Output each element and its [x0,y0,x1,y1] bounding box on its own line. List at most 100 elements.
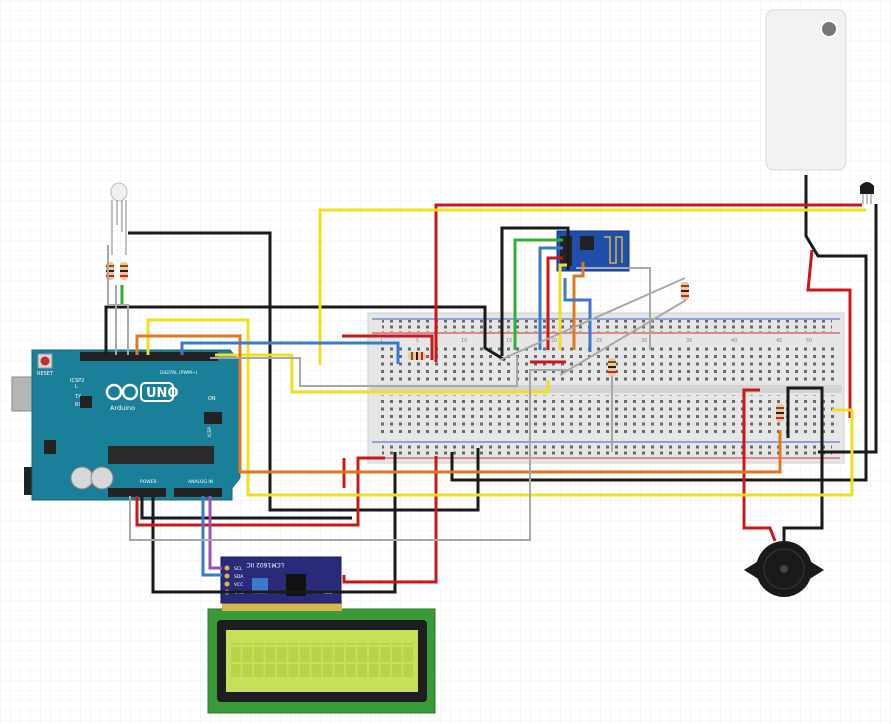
lcd-display-module: LCM1602 IIC SCL SDA VCC GND LED [207,556,436,714]
regulator [44,440,56,454]
wire-black [128,231,480,512]
analog-header [174,488,222,497]
column-numbers: 1 5 10 15 20 25 30 35 40 45 50 [380,338,812,344]
i2c-pin-label: SCL [234,566,243,572]
wire-purple [208,496,222,570]
lcd-character-cells [230,643,414,677]
sensor-body [860,182,874,194]
resistors [106,262,784,422]
wire-red [434,203,862,362]
icsp-header [204,412,222,424]
uno-logo-text: UNO [146,386,179,401]
wire-red [342,456,438,584]
icsp-label: ICSP [207,427,213,437]
column-number: 30 [641,338,647,344]
wire-gray [210,356,518,387]
column-number: 10 [461,338,467,344]
wire-orange [135,334,782,474]
wire-blue [538,246,563,350]
piezo-buzzer [744,541,824,597]
tx-label: TX [74,394,82,400]
led-dome [110,182,128,202]
usb-connector [11,376,35,412]
resistor [776,404,784,422]
column-number: 15 [506,338,512,344]
column-number: 40 [731,338,737,344]
temperature-sensor [860,182,874,204]
rx-label: RX [75,402,82,408]
wire-gray [559,299,687,376]
power-header [108,488,166,497]
l-led-label: L [75,384,78,390]
bottom-terminal-block [378,395,836,435]
wires [104,175,878,594]
battery-indicator [820,20,838,38]
resistor [681,282,689,300]
column-number: 25 [596,338,602,344]
wire-black [500,226,570,356]
wire-red [742,388,760,456]
top-power-rail [382,320,832,332]
column-number: 45 [776,338,782,344]
wire-blue [180,341,400,364]
wire-blue [201,496,222,577]
analog-label: ANALOG IN [188,479,213,485]
power-label: POWER [140,479,157,485]
wire-yellow [146,318,854,497]
column-number: 1 [380,338,383,344]
capacitor [70,466,94,490]
arduino-brand-text: Arduino [110,404,135,412]
esp-chip [580,236,594,250]
wire-black [450,175,868,482]
capacitor [90,466,114,490]
icsp2-label: ICSP2 [70,378,84,384]
reset-button-cap[interactable] [40,356,50,366]
wire-yellow [318,208,866,365]
digital-label: DIGITAL (PWM~) [160,370,198,376]
wire-red [342,334,434,360]
resistor [120,262,128,280]
column-number: 35 [686,338,692,344]
breadboard: 1 5 10 15 20 25 30 35 40 45 50 [367,312,845,464]
top-terminal-block [378,344,836,384]
wire-black [151,452,397,594]
esp-antenna-trace [604,236,623,264]
column-number: 20 [551,338,557,344]
wire-gray [129,369,572,541]
column-number: 50 [806,338,812,344]
wire-red [806,249,852,418]
battery-box [765,9,847,171]
wire-black [818,204,878,454]
arduino-logo: UNO Arduino [105,382,179,412]
wire-yellow [558,263,567,350]
wire-black [782,386,824,541]
resistor [408,352,426,360]
i2c-pin-label: SDA [234,574,244,580]
lcd-model-label: LCM1602 IIC [246,561,284,568]
small-chip [80,396,92,408]
wire-gray [576,267,651,350]
wire-blue [563,278,592,352]
wire-gray [107,245,129,355]
center-channel [370,385,842,393]
bottom-power-rail [382,444,832,456]
wire-green [513,238,563,350]
i2c-pin-label: VCC [234,582,243,588]
rgb-led [110,182,128,255]
atmega-chip [108,446,214,464]
reset-label: RESET [37,371,54,377]
potentiometer [252,578,268,594]
battery-pack [765,9,847,171]
arduino-uno-board: RESET ICSP2 DIGITAL (PWM~) UNO Arduino L… [11,349,241,501]
wire-gray [499,277,686,361]
resistor [608,358,616,376]
lcd-pin-strip [222,601,342,611]
wire-red [135,456,385,527]
arduino-pcb [31,349,241,501]
wire-red [742,456,777,542]
wire-red [546,256,563,350]
wire-yellow [215,353,550,394]
digital-header [80,352,218,361]
wire-black [140,496,352,520]
